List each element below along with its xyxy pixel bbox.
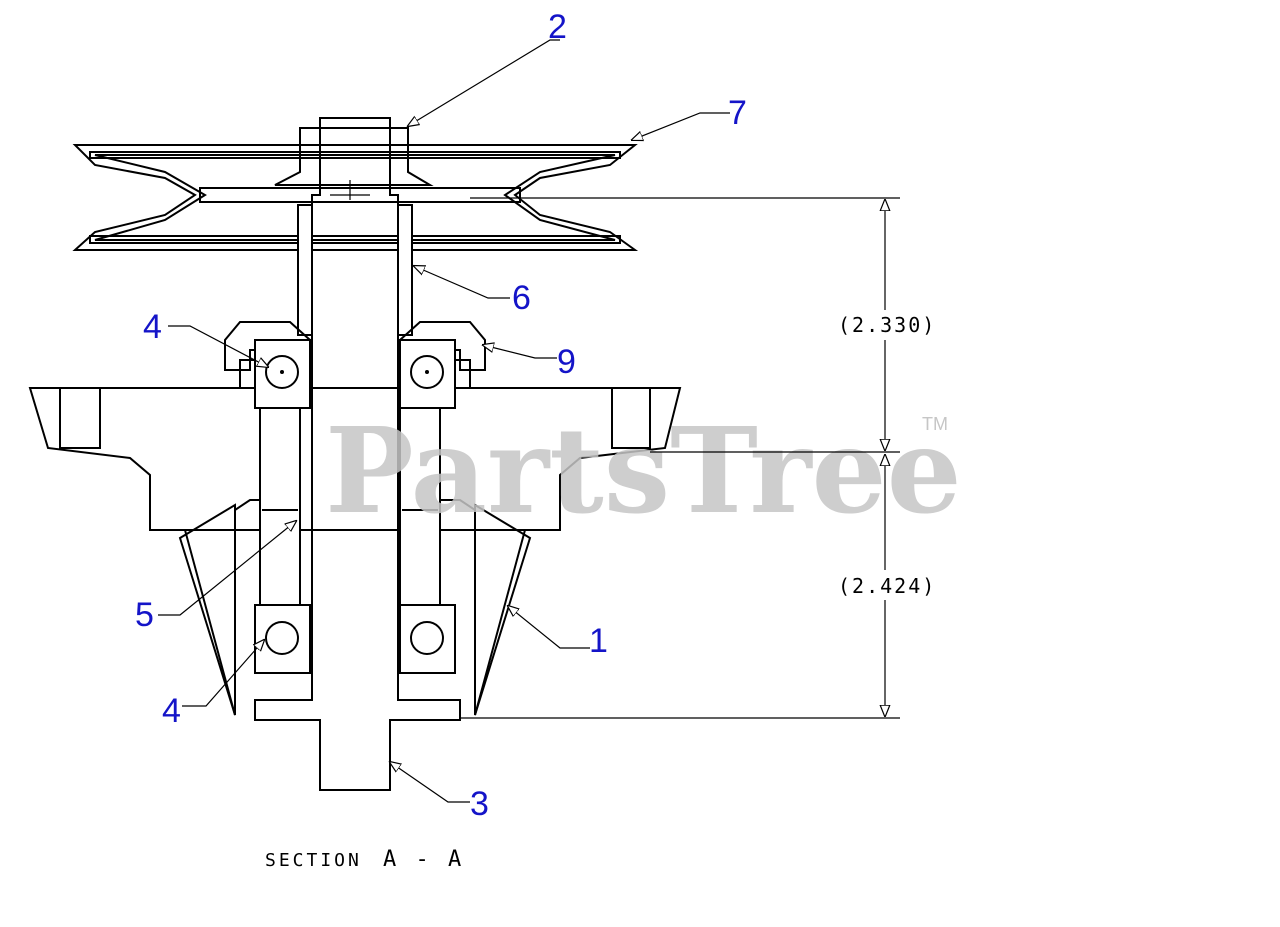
lower-bearing-left [254,604,311,674]
dimension-lines [460,197,900,719]
pulley [72,144,639,251]
upper-bearing-right [399,339,456,409]
section-label: SECTION [265,850,362,871]
pulley-hub [274,127,434,186]
bearing-spacer-tube [297,204,413,336]
callout-6: 6 [512,279,531,317]
partstree-watermark: PartsTree [325,401,962,540]
callout-1: 1 [589,622,608,660]
lower-bearing-right [399,604,456,674]
callout-2: 2 [548,8,567,46]
callout-3: 3 [470,785,489,823]
upper-bearing-left [254,339,311,409]
leader-lines [158,39,730,803]
dimension-lower: (2.424) [838,574,936,598]
callout-9: 9 [557,343,576,381]
trademark-symbol: TM [922,414,948,434]
callout-4-upper: 4 [143,308,162,346]
spindle-housing [28,359,682,716]
callout-4-lower: 4 [162,692,181,730]
spindle-shaft [254,117,461,791]
dimension-upper: (2.330) [838,313,936,337]
callout-5: 5 [135,596,154,634]
section-letters: A - A [383,847,464,872]
callout-7: 7 [728,94,747,132]
